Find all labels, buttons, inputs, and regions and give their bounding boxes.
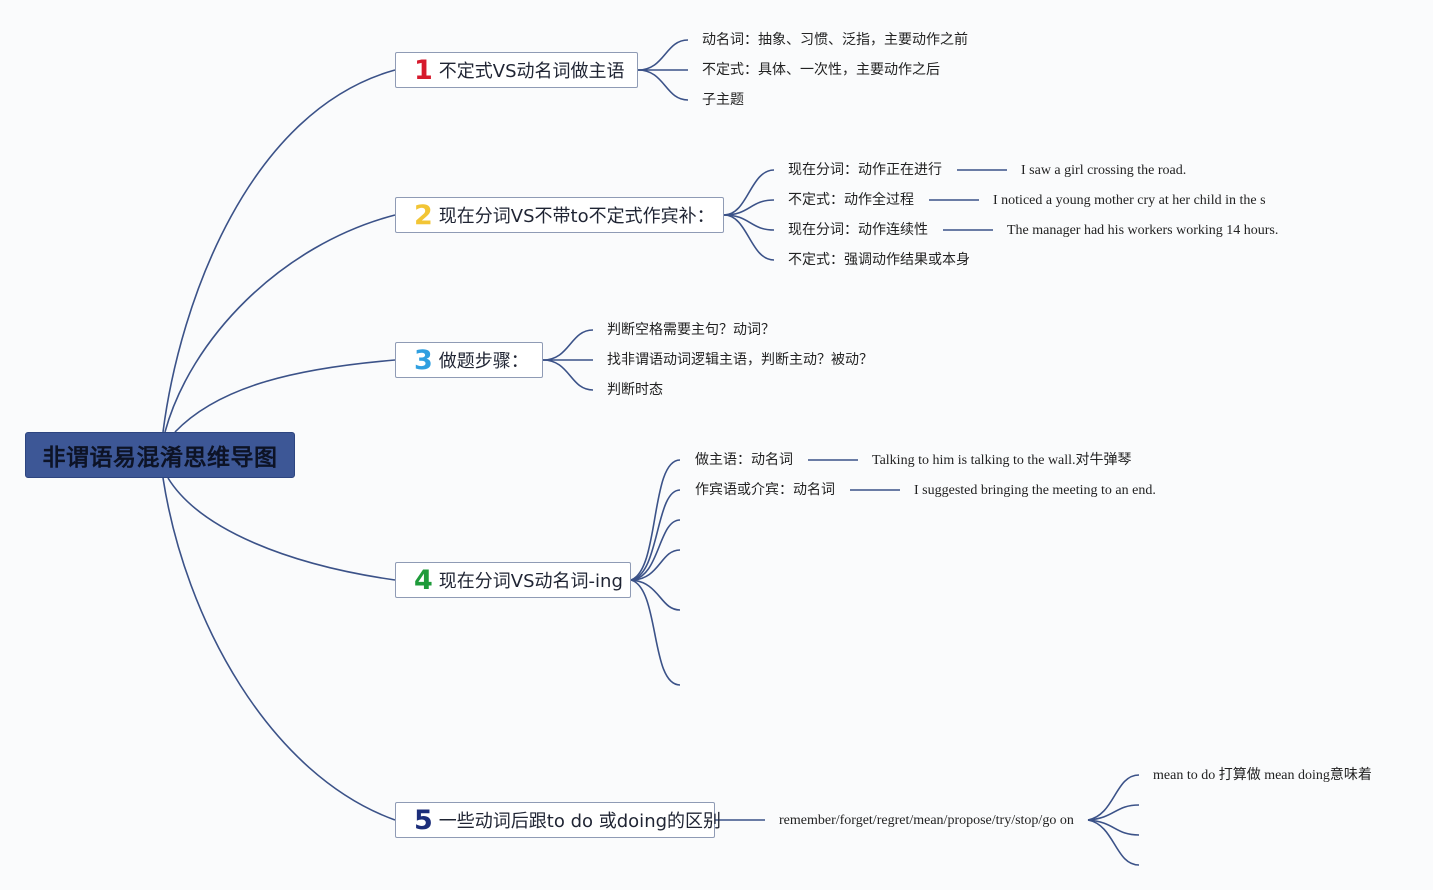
link-b4-c5 [630, 579, 681, 611]
branch-number-2: 2 [414, 199, 433, 231]
link-b2-c1 [723, 169, 775, 216]
branch-2-label: 现在分词VS不带to不定式作宾补： [438, 206, 715, 227]
link-b3-c1 [542, 329, 594, 361]
branch-1-child-3[interactable]: 子主题 [702, 92, 744, 108]
branch-2-example-3[interactable]: The manager had his workers working 14 h… [1007, 223, 1279, 238]
link-root-b2 [164, 214, 396, 433]
branch-number-1: 1 [414, 54, 433, 86]
root-node[interactable]: 非谓语易混淆思维导图 [25, 432, 295, 478]
branch-3-label: 做题步骤： [438, 351, 529, 372]
link-root-b1 [162, 69, 396, 433]
link-root-b3 [174, 359, 396, 433]
link-b4-c4 [630, 549, 681, 581]
link-b4-c1 [630, 459, 681, 581]
branch-5-label: 一些动词后跟to do 或doing的区别 [438, 811, 722, 832]
branch-2-child-2[interactable]: 不定式：动作全过程 [788, 192, 914, 208]
branch-2-example-1[interactable]: I saw a girl crossing the road. [1021, 163, 1187, 178]
link-root-b4 [167, 477, 396, 581]
branch-2-child-1[interactable]: 现在分词：动作正在进行 [788, 162, 942, 178]
link-root-b5 [162, 477, 396, 821]
link-b5-g2 [1087, 804, 1140, 821]
branch-3-child-1[interactable]: 判断空格需要主句？动词？ [607, 322, 775, 338]
branch-1-label: 不定式VS动名词做主语 [438, 61, 625, 82]
branch-number-4: 4 [414, 564, 433, 596]
branch-1-child-1[interactable]: 动名词：抽象、习惯、泛指，主要动作之前 [702, 32, 968, 48]
branch-4-child-1[interactable]: 做主语：动名词 [695, 452, 793, 468]
branch-2-child-4[interactable]: 不定式：强调动作结果或本身 [788, 252, 970, 268]
branch-2-example-2[interactable]: I noticed a young mother cry at her chil… [993, 193, 1266, 208]
branch-4-node[interactable]: 4 现在分词VS动名词-ing [395, 562, 631, 598]
branch-4-example-2[interactable]: I suggested bringing the meeting to an e… [914, 483, 1156, 498]
branch-3-node[interactable]: 3 做题步骤： [395, 342, 543, 378]
branch-1-node[interactable]: 1 不定式VS动名词做主语 [395, 52, 638, 88]
branch-3-child-2[interactable]: 找非谓语动词逻辑主语，判断主动？被动？ [607, 352, 873, 368]
branch-5-child[interactable]: remember/forget/regret/mean/propose/try/… [779, 813, 1074, 828]
branch-5-grandchild-1[interactable]: mean to do 打算做 mean doing意味着 [1153, 768, 1372, 783]
link-b5-g3 [1087, 819, 1140, 836]
branch-3-child-3[interactable]: 判断时态 [607, 382, 663, 398]
link-b4-c6 [630, 579, 681, 686]
branch-1-child-2[interactable]: 不定式：具体、一次性，主要动作之后 [702, 62, 940, 78]
branch-2-child-3[interactable]: 现在分词：动作连续性 [788, 222, 928, 238]
link-b1-c3 [637, 69, 689, 101]
branch-2-node[interactable]: 2 现在分词VS不带to不定式作宾补： [395, 197, 724, 233]
branch-number-5: 5 [414, 804, 433, 836]
branch-4-example-1[interactable]: Talking to him is talking to the wall.对牛… [872, 453, 1132, 468]
branch-4-child-2[interactable]: 作宾语或介宾：动名词 [695, 482, 835, 498]
root-label: 非谓语易混淆思维导图 [42, 445, 278, 471]
branch-4-label: 现在分词VS动名词-ing [438, 571, 623, 592]
link-b5-g4 [1087, 819, 1140, 866]
link-b2-c4 [723, 214, 775, 261]
link-b1-c1 [637, 39, 689, 71]
link-b4-c3 [630, 519, 681, 581]
link-b3-c3 [542, 359, 594, 391]
link-b4-c2 [630, 489, 681, 581]
branch-number-3: 3 [414, 344, 433, 376]
link-b5-g1 [1087, 774, 1140, 821]
branch-5-node[interactable]: 5 一些动词后跟to do 或doing的区别 [395, 802, 721, 838]
